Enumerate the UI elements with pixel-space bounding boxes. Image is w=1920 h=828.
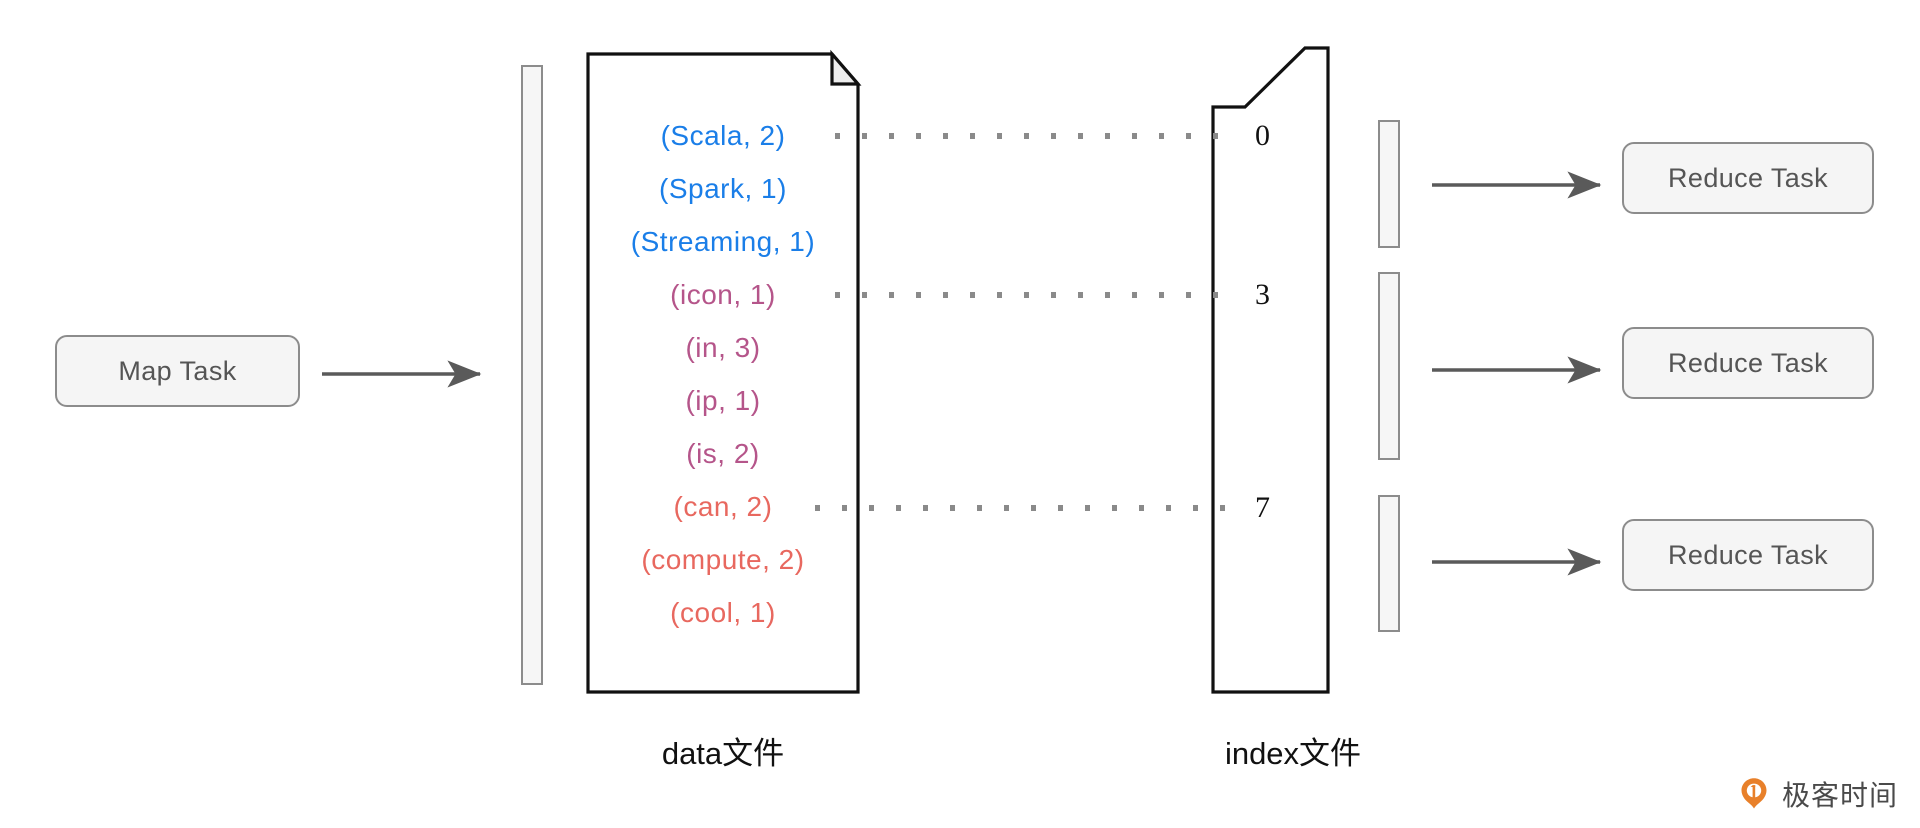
geekbang-logo-icon xyxy=(1741,778,1767,809)
map-output-bracket xyxy=(521,65,543,685)
data-entry-4: (in, 3) xyxy=(685,332,761,363)
data-entry-6: (is, 2) xyxy=(686,438,760,469)
index-offset-0: 0 xyxy=(1255,119,1270,152)
data-entry-9: (cool, 1) xyxy=(670,597,776,628)
watermark: 极客时间 xyxy=(1735,774,1898,814)
partition-bracket-0 xyxy=(1378,120,1400,248)
data-entry-3: (icon, 1) xyxy=(670,279,776,310)
data-entry-7: (can, 2) xyxy=(673,491,773,522)
index-offset-1: 3 xyxy=(1255,278,1270,311)
data-entry-0: (Scala, 2) xyxy=(660,120,786,151)
reduce-task-box-2[interactable]: Reduce Task xyxy=(1622,519,1874,591)
map-task-label: Map Task xyxy=(118,355,237,386)
data-file-shape xyxy=(586,49,862,694)
reduce-task-box-1[interactable]: Reduce Task xyxy=(1622,327,1874,399)
data-entry-8: (compute, 2) xyxy=(641,544,805,575)
data-entry-5: (ip, 1) xyxy=(685,385,761,416)
index-offset-2: 7 xyxy=(1255,491,1270,524)
watermark-text: 极客时间 xyxy=(1781,780,1898,811)
partition-bracket-2 xyxy=(1378,495,1400,632)
data-entry-2: (Streaming, 1) xyxy=(630,226,816,257)
index-file-caption: index文件 xyxy=(1224,736,1362,771)
reduce-task-label-1: Reduce Task xyxy=(1668,347,1828,378)
reduce-task-label-0: Reduce Task xyxy=(1668,162,1828,193)
reduce-task-label-2: Reduce Task xyxy=(1668,539,1828,570)
data-file-caption: data文件 xyxy=(661,736,785,771)
partition-bracket-1 xyxy=(1378,272,1400,460)
reduce-task-box-0[interactable]: Reduce Task xyxy=(1622,142,1874,214)
data-entry-1: (Spark, 1) xyxy=(659,173,787,204)
map-task-box[interactable]: Map Task xyxy=(55,335,300,407)
index-file-shape xyxy=(1211,46,1330,694)
